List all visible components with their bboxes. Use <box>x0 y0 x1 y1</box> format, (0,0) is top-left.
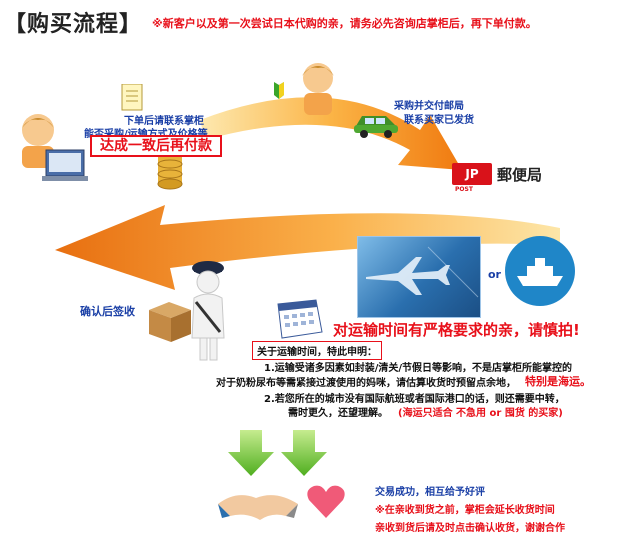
page-title: 【购买流程】 <box>4 12 143 37</box>
special-statement-title: 关于运输时间，特此申明： <box>252 341 382 360</box>
finish-line2: ※在亲收到货之前，掌柜会延长收货时间 <box>375 505 555 516</box>
seller-figure <box>302 63 334 115</box>
finish-line3: 亲收到货后请及时点击确认收货，谢谢合作 <box>375 523 565 534</box>
down-arrow-left <box>228 430 274 476</box>
step2-line1: 采购并交付邮局 <box>394 101 464 112</box>
buyer-figure <box>22 114 88 181</box>
japan-post-logo-sub: POST <box>455 186 473 193</box>
finish-line1: 交易成功，相互给予好评 <box>375 487 485 498</box>
note1-emphasis: 特别是海运。 <box>525 375 591 388</box>
confirm-receipt-label: 确认后签收 <box>80 305 135 318</box>
heart-icon <box>307 485 345 518</box>
bottom-flow-arrow <box>55 205 560 290</box>
step1-line2: 能否采购/运输方式及价格等 <box>84 125 208 140</box>
down-arrow-right <box>281 430 327 476</box>
note1-line2: 对于奶粉尿布等需紧接过渡使用的妈咪，请估算收货时预留点余地， <box>216 378 516 389</box>
note2-line2: 需时更久，还望理解。 <box>288 408 388 419</box>
note1-line1: 1.运输受诸多因素如封装/清关/节假日等影响，不是店掌柜所能掌控的 <box>264 363 573 374</box>
package-box-icon <box>149 302 191 342</box>
post-office-label: 郵便局 <box>497 166 543 184</box>
air-shipping-photo <box>357 236 481 318</box>
airplane-icon <box>366 246 479 298</box>
note2-sea-note: (海运只适合 不急用 or 囤货 的买家) <box>398 408 563 419</box>
step2-line2: 联系买家已发货 <box>404 115 474 126</box>
beginner-badge-icon <box>274 82 284 99</box>
finish-notes: 交易成功，相互给予好评 ※在亲收到货之前，掌柜会延长收货时间 亲收到货后请及时点… <box>375 484 565 538</box>
sea-shipping-icon <box>505 236 575 306</box>
car-icon <box>354 116 398 138</box>
handshake-icon <box>218 495 298 520</box>
japan-post-logo: JP <box>452 163 492 185</box>
calendar-icon <box>277 299 323 339</box>
step1-line1: 下单后请联系掌柜 <box>124 116 204 127</box>
or-label: or <box>488 268 501 281</box>
note2-line1: 2.若您所在的城市没有国际航班或者国际港口的话，则还需要中转， <box>264 394 565 405</box>
agree-then-pay-box: 达成一致后再付款 <box>90 135 222 157</box>
courier-figure <box>191 261 225 361</box>
new-customer-notice: ※新客户以及第一次尝试日本代购的亲，请务必先咨询店掌柜后，再下单付款。 <box>152 17 537 30</box>
strict-time-warning: 对运输时间有严格要求的亲，请慎拍! <box>333 321 580 339</box>
top-flow-arrow <box>200 97 462 170</box>
ship-icon <box>517 258 563 286</box>
